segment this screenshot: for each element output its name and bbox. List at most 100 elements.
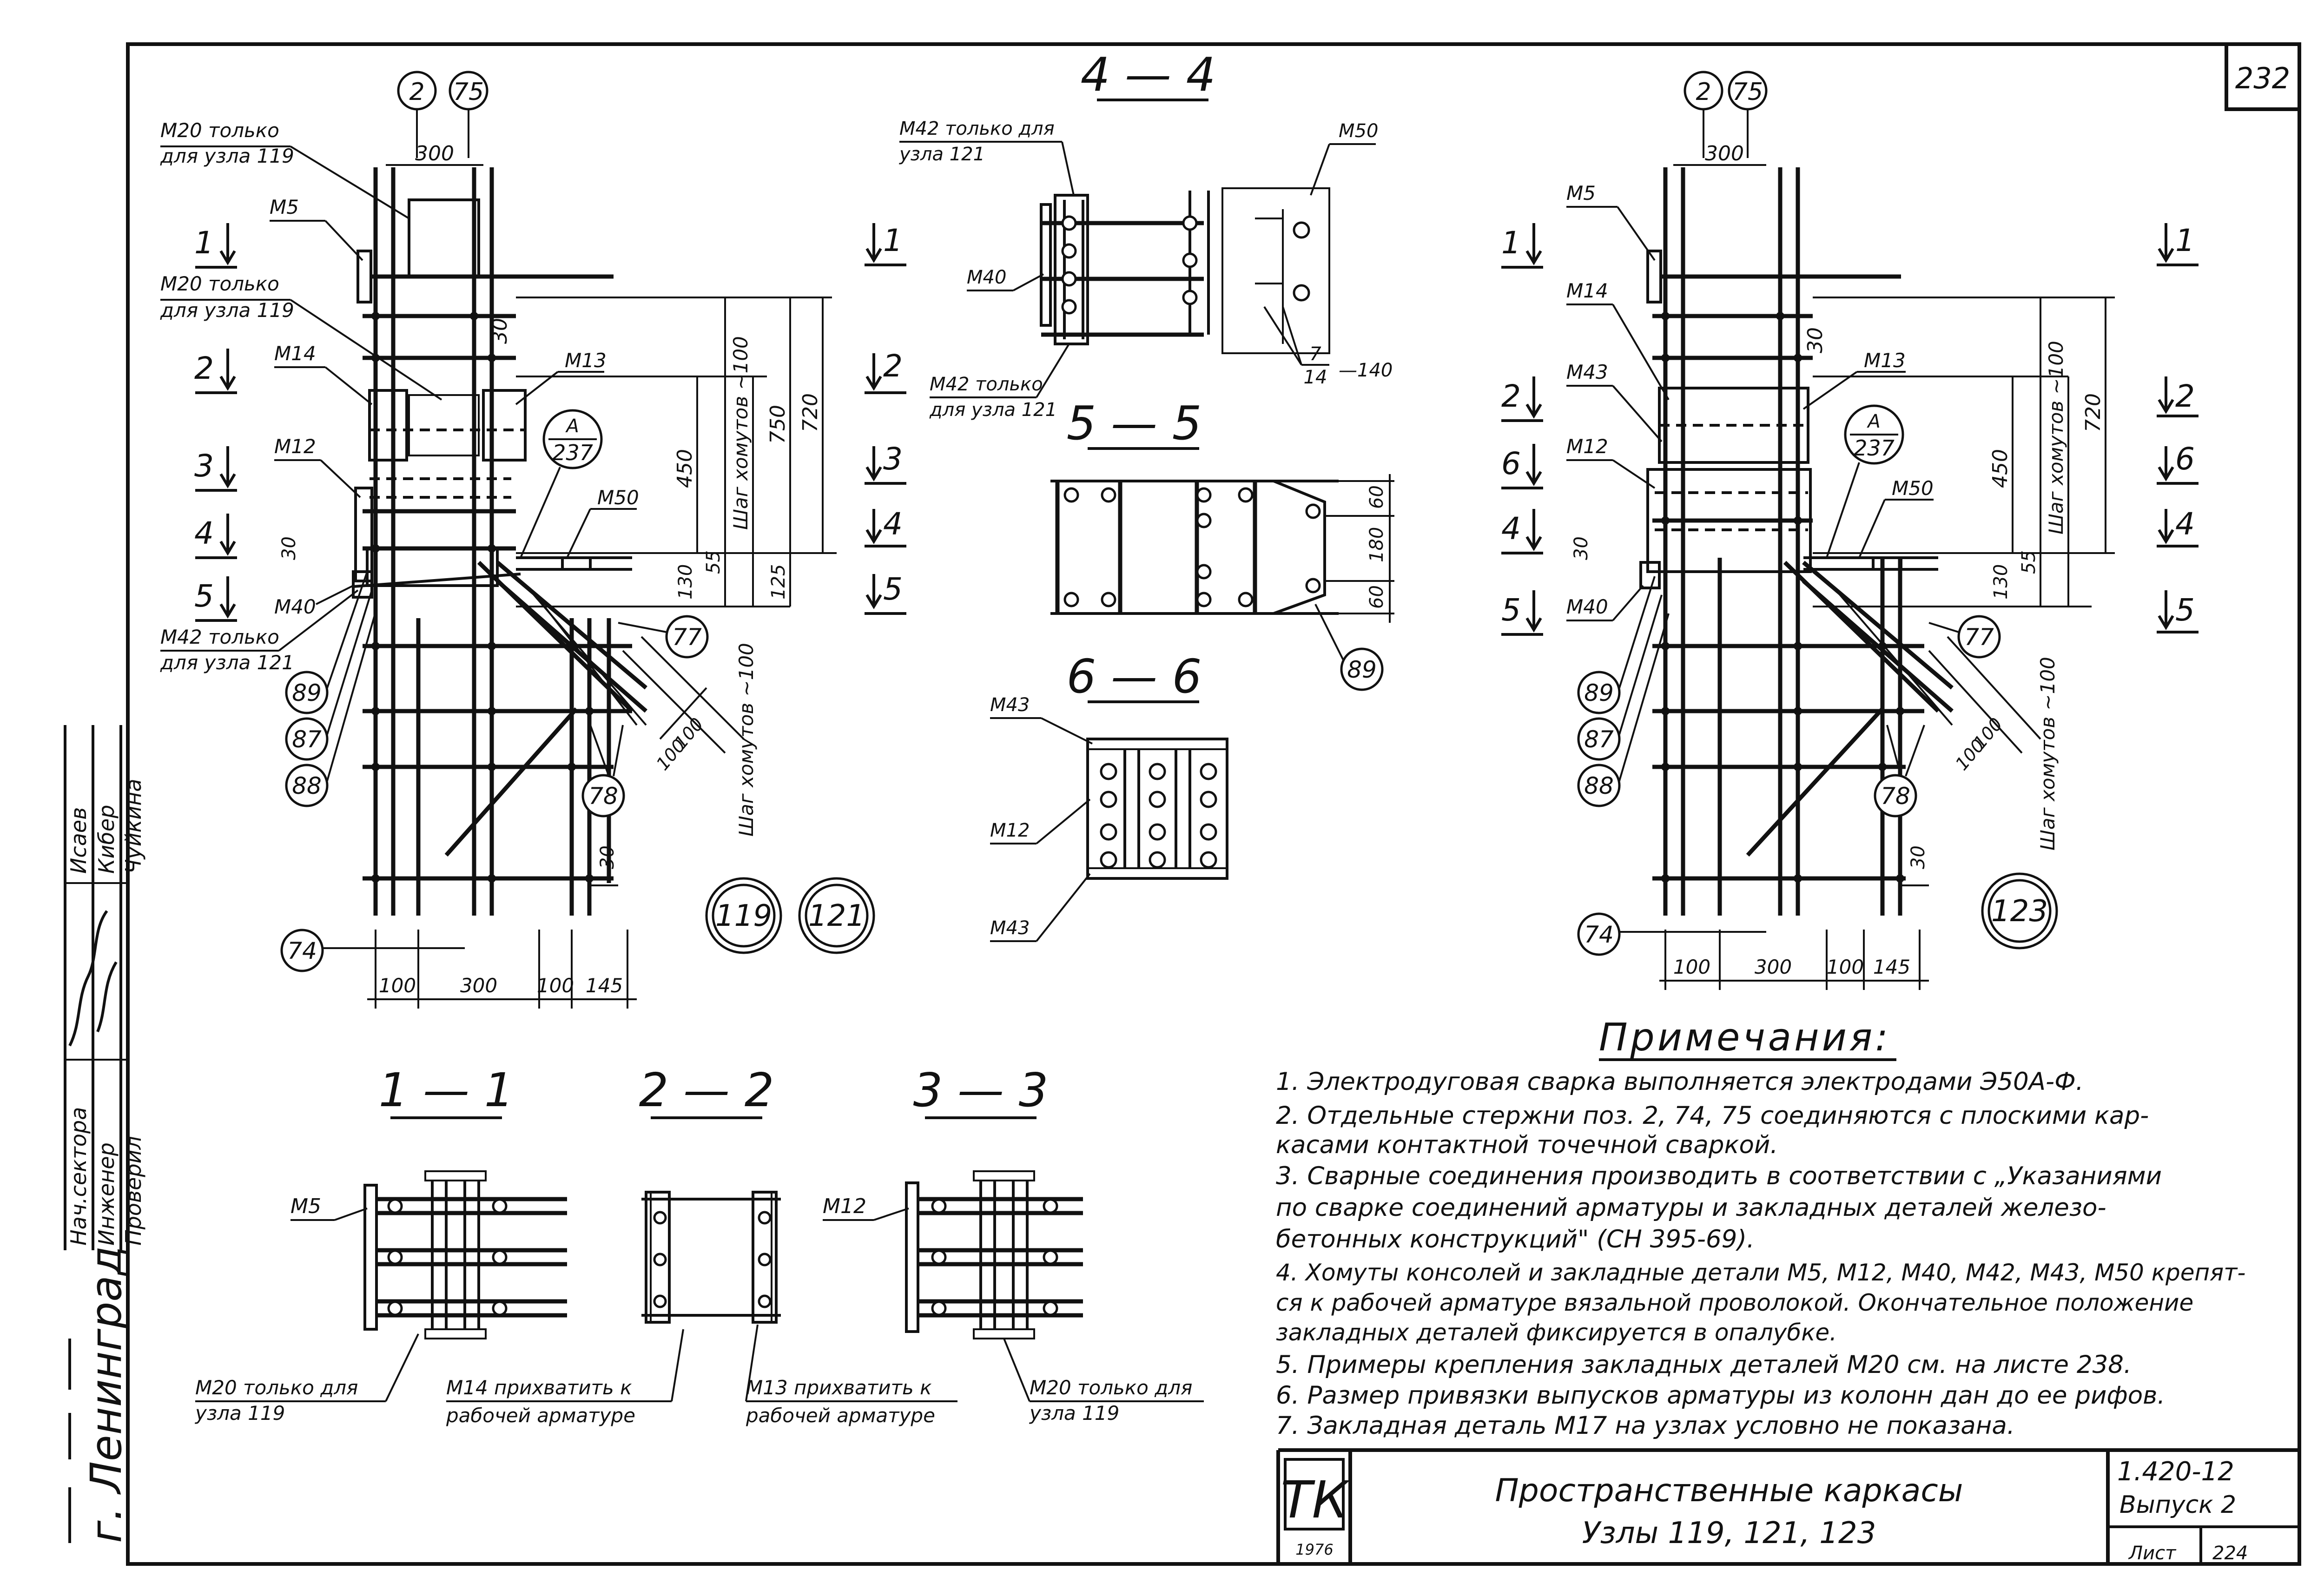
s11-m5: М5 — [290, 1194, 321, 1218]
s33-m12: М12 — [823, 1194, 866, 1218]
left-dim-55: 55 — [703, 550, 724, 574]
left-dim-30-b: 30 — [278, 536, 300, 560]
right-dim-30: 30 — [1803, 327, 1827, 353]
right-pos-78: 78 — [1881, 783, 1910, 810]
note-line-9: закладных деталей фиксируется в опалубке… — [1276, 1319, 1837, 1346]
left-dim-720: 720 — [799, 393, 822, 432]
left-cut-2-r: 2 — [883, 348, 903, 384]
org-logo: ТК — [1281, 1470, 1350, 1530]
s11-note-m14-2: рабочей арматуре — [446, 1404, 635, 1427]
left-cut-1-l: 1 — [194, 225, 214, 261]
right-pos-77: 77 — [1964, 624, 1994, 651]
doc-code: 1.420-12 — [2117, 1457, 2234, 1487]
sheet-number: 232 — [2235, 61, 2290, 95]
right-cut-2-l: 2 — [1501, 378, 1521, 414]
left-note-m42-2: для узла 121 — [160, 651, 294, 674]
left-bottom-dim-300: 300 — [460, 974, 497, 997]
section-6-6: 6 — 6 М43 М12 М43 — [990, 649, 1228, 942]
right-bottom-dim-145: 145 — [1873, 956, 1910, 978]
doc-issue: Выпуск 2 — [2119, 1491, 2236, 1519]
right-bottom-dim-100-b: 100 — [1827, 956, 1864, 978]
org-year: 1976 — [1295, 1541, 1333, 1558]
section-4-4: 4 — 4 М42 только для узла 121 М50 М40 М4… — [899, 47, 1393, 421]
right-pos-74: 74 — [1584, 921, 1614, 948]
note-line-8: ся к рабочей арматуре вязальной проволок… — [1276, 1289, 2193, 1316]
s55-dim-180: 180 — [1366, 527, 1387, 562]
sheet-frame: 232 — [126, 42, 2301, 1566]
s44-m42-bottom-1: М42 только — [930, 374, 1043, 395]
title-line-1: Пространственные каркасы — [1495, 1472, 1963, 1509]
left-cut-marks-right: 1 2 3 4 5 — [865, 223, 906, 615]
right-note-m14: М14 — [1566, 279, 1608, 302]
section-title-3-3: 3 — 3 — [913, 1063, 1049, 1117]
sheet-num: 224 — [2212, 1543, 2248, 1564]
notes-heading: Примечания: — [1599, 1016, 1891, 1060]
title-line-2: Узлы 119, 121, 123 — [1582, 1516, 1876, 1550]
s44-weld-7: 7 — [1309, 343, 1321, 365]
right-dim-55: 55 — [2018, 550, 2040, 574]
right-pos-2: 2 — [1696, 78, 1711, 106]
left-dim-125: 125 — [768, 564, 789, 600]
right-cut-1-l: 1 — [1501, 225, 1521, 261]
left-note-m50: М50 — [597, 486, 639, 509]
left-pos-87: 87 — [292, 726, 322, 753]
left-cut-4-r: 4 — [883, 506, 903, 542]
city-label: г. Ленинград — [81, 1246, 131, 1543]
right-dim-30-b: 30 — [1571, 536, 1592, 560]
right-dim-300-top: 300 — [1705, 142, 1744, 165]
s11-note-m20-1: М20 только для — [195, 1376, 358, 1399]
right-cut-4-r: 4 — [2175, 506, 2195, 542]
right-cut-marks-left: 1 2 6 4 5 — [1501, 223, 1543, 636]
stamp-name-1: Исаев — [66, 807, 91, 874]
left-dim-130: 130 — [675, 564, 696, 600]
approval-stamp: Нач.сектора Инженер Проверил Исаев Кибер… — [64, 725, 146, 1543]
right-cut-marks-right: 1 2 6 4 5 — [2157, 223, 2199, 633]
right-note-m50: М50 — [1892, 477, 1934, 500]
right-ref-a: А — [1866, 411, 1880, 432]
right-note-m12: М12 — [1566, 435, 1608, 458]
section-title-6-6: 6 — 6 — [1067, 649, 1202, 704]
right-cut-4-l: 4 — [1501, 511, 1521, 547]
left-stirrup-note-lower: Шаг хомутов ~100 — [735, 643, 758, 837]
right-dim-130: 130 — [1990, 564, 2012, 600]
sheet-label: Лист — [2128, 1543, 2177, 1564]
left-pos-75: 75 — [453, 78, 484, 106]
notes-block: Примечания: 1. Электродуговая сварка вып… — [1276, 1016, 2245, 1440]
right-stirrup-note: Шаг хомутов ~100 — [2045, 341, 2067, 534]
right-pos-87: 87 — [1584, 726, 1614, 753]
left-note-m12: М12 — [274, 435, 316, 458]
right-cut-6-l: 6 — [1501, 446, 1521, 482]
right-note-m40: М40 — [1566, 595, 1608, 618]
left-cut-marks-left: 1 2 3 4 5 — [194, 223, 237, 622]
s44-m40: М40 — [967, 267, 1006, 288]
note-line-5: по сварке соединений арматуры и закладны… — [1276, 1194, 2106, 1222]
s66-m43-top: М43 — [990, 694, 1030, 716]
right-note-m5: М5 — [1566, 182, 1596, 204]
right-dim-450: 450 — [1988, 449, 2012, 488]
left-vertical-dims: 30 450 750 720 30 130 55 125 Шаг хомутов… — [278, 297, 837, 607]
right-pos-88: 88 — [1584, 772, 1614, 799]
left-cut-5-l: 5 — [194, 578, 214, 614]
left-note-m14: М14 — [274, 342, 316, 365]
section-5-5: 5 — 5 60 180 60 89 — [1050, 396, 1394, 691]
right-bottom-dim-100-a: 100 — [1673, 956, 1710, 978]
title-block: ТК 1976 Пространственные каркасы Узлы 11… — [1276, 1448, 2299, 1564]
left-node-view: 2 75 300 — [160, 71, 906, 1009]
right-vertical-dims: 30 450 720 30 130 55 Шаг хомутов ~100 — [1571, 297, 2115, 607]
left-note-m13: М13 — [565, 349, 607, 372]
note-line-4: 3. Сварные соединения производить в соот… — [1276, 1162, 2162, 1190]
s66-m43-bottom: М43 — [990, 917, 1030, 939]
right-cut-2-r: 2 — [2175, 378, 2195, 414]
right-pos-89: 89 — [1584, 679, 1614, 706]
right-dim-720: 720 — [2081, 393, 2105, 432]
left-dim-30: 30 — [488, 318, 512, 344]
section-3-3: 3 — 3 М12 М20 только для узла 119 — [823, 1063, 1204, 1425]
note-line-12: 7. Закладная деталь М17 на узлах условно… — [1276, 1412, 2015, 1440]
left-cut-2-l: 2 — [194, 350, 214, 386]
left-note-m20-b-1: М20 только — [160, 272, 279, 295]
right-cut-1-r: 1 — [2175, 223, 2195, 258]
s44-weld-length: —140 — [1339, 360, 1393, 381]
node-label-123: 123 — [1991, 894, 2048, 929]
left-note-m40: М40 — [274, 595, 316, 618]
stamp-role-1: Нач.сектора — [66, 1107, 91, 1246]
